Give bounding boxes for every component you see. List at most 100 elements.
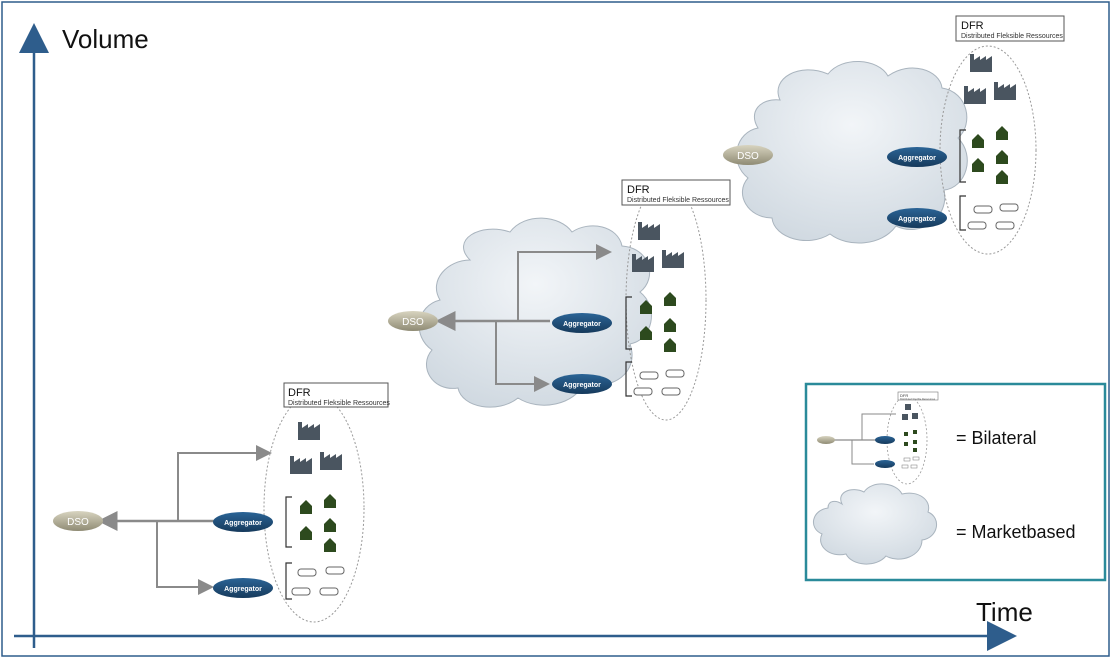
- aggregator-node: [552, 313, 612, 333]
- house-icon: [913, 448, 917, 452]
- house-bracket: [959, 129, 966, 183]
- car-icon: [999, 203, 1019, 212]
- car-icon: [903, 457, 911, 462]
- dfr-subtitle: Distributed Fleksible Ressources: [288, 400, 390, 407]
- house-icons: [640, 292, 676, 352]
- house-icon: [664, 292, 676, 306]
- factory-icon: [320, 452, 342, 470]
- car-bracket: [625, 361, 632, 397]
- x-axis-label: Time: [976, 597, 1033, 627]
- house-icon: [300, 500, 312, 514]
- house-icon: [996, 126, 1008, 140]
- dfr-title: DFR: [288, 387, 311, 399]
- y-axis-label: Volume: [62, 24, 149, 54]
- house-icon: [913, 430, 917, 434]
- car-icons: [967, 203, 1019, 230]
- house-icon: [324, 518, 336, 532]
- factory-icon: [290, 456, 312, 474]
- legend-bilateral-label: = Bilateral: [956, 428, 1037, 448]
- aggregator-node: [887, 208, 947, 228]
- factory-icon: [905, 404, 911, 410]
- house-icon: [324, 538, 336, 552]
- factory-icon: [662, 250, 684, 268]
- house-icon: [640, 326, 652, 340]
- factory-icon: [902, 414, 908, 420]
- dso-node: [723, 145, 773, 165]
- mini-house-icons: [904, 430, 917, 452]
- mini-dfr-subtitle: Distributed Flexible Ressources: [900, 398, 936, 401]
- aggregator-node: [887, 147, 947, 167]
- direct-factory-arrow: [517, 244, 612, 321]
- car-icon: [912, 456, 920, 461]
- factory-icons: [964, 54, 1016, 104]
- aggregator-node: [213, 512, 273, 532]
- factory-icon: [964, 86, 986, 104]
- mini-dfr-ellipse: [886, 395, 928, 485]
- legend-marketbased-label: = Marketbased: [956, 522, 1076, 542]
- mini-aggregator-node: [875, 436, 895, 444]
- stage-2-marketbased: DFR Distributed Fleksible Ressources DSO…: [388, 179, 731, 421]
- car-icon: [291, 587, 311, 596]
- car-icon: [661, 387, 681, 396]
- aggregator-node: [213, 578, 273, 598]
- aggregator-node: [552, 374, 612, 394]
- house-icon: [904, 432, 908, 436]
- factory-icon: [970, 54, 992, 72]
- factory-icon: [912, 413, 918, 419]
- aggregator-label: Aggregator: [224, 520, 262, 527]
- dfr-title: DFR: [627, 184, 650, 196]
- mini-factory-icons: [902, 404, 918, 420]
- dso-node: [53, 511, 103, 531]
- car-aggregator-arrow: [156, 521, 214, 595]
- house-icon: [996, 170, 1008, 184]
- legend: DFR Distributed Flexible Ressources: [804, 382, 1107, 582]
- car-icon: [639, 371, 659, 380]
- factory-icon: [632, 254, 654, 272]
- house-icon: [300, 526, 312, 540]
- factory-icon: [638, 222, 660, 240]
- house-icons: [300, 494, 336, 552]
- mini-dso-node: [817, 436, 835, 444]
- house-icon: [640, 300, 652, 314]
- mini-aggregator-node: [875, 460, 895, 468]
- aggregator-label: Aggregator: [563, 382, 601, 389]
- house-icon: [324, 494, 336, 508]
- aggregator-label: Aggregator: [898, 155, 936, 162]
- car-icon: [967, 221, 987, 230]
- dso-label: DSO: [737, 151, 759, 162]
- factory-icons: [632, 222, 684, 272]
- factory-icon: [994, 82, 1016, 100]
- stage-3-marketbased: DFR Distributed Fleksible Ressources DSO…: [723, 15, 1065, 255]
- mini-dfr-label-box: [897, 391, 939, 401]
- aggregator-label: Aggregator: [898, 216, 936, 223]
- car-aggregator-arrow: [495, 321, 550, 392]
- legend-bilateral-icon: DFR Distributed Flexible Ressources: [817, 391, 939, 485]
- car-bracket: [285, 562, 292, 600]
- car-icon: [297, 568, 317, 577]
- car-icon: [995, 221, 1015, 230]
- aggregator-label: Aggregator: [563, 321, 601, 328]
- mini-link: [861, 413, 896, 440]
- dfr-subtitle: Distributed Fleksible Ressources: [627, 197, 729, 204]
- market-cloud: [418, 217, 652, 408]
- mini-car-icons: [901, 456, 920, 469]
- dfr-subtitle: Distributed Fleksible Ressources: [961, 33, 1063, 40]
- house-icon: [972, 158, 984, 172]
- dfr-ellipse: [939, 45, 1037, 255]
- dfr-label-box: [283, 382, 389, 408]
- dso-node: [388, 311, 438, 331]
- car-icon: [325, 566, 345, 575]
- car-icon: [665, 369, 685, 378]
- house-bracket: [285, 496, 292, 548]
- house-icon: [664, 338, 676, 352]
- house-icons: [972, 126, 1008, 184]
- car-bracket: [959, 195, 966, 231]
- house-icon: [664, 318, 676, 332]
- dso-label: DSO: [67, 517, 89, 528]
- factory-icon: [298, 422, 320, 440]
- dfr-label-box: [955, 15, 1065, 42]
- car-icon: [901, 464, 909, 469]
